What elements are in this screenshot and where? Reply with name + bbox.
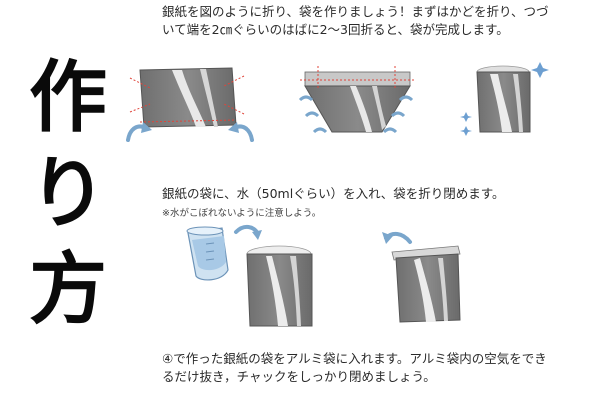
folded-corners-figure [300, 66, 415, 133]
title-char-2: り [28, 149, 107, 239]
measuring-cup-icon [186, 226, 229, 281]
sparkle-icon [460, 62, 549, 136]
step3-line2: るだけ抜き，チャックをしっかり閉めましょう。 [162, 369, 436, 384]
step2-note: ※水がこぼれないように注意しよう。 [162, 208, 322, 219]
finished-bag-figure [476, 65, 531, 133]
step2-instructions: 銀紙の袋に、水（50mlぐらい）を入れ、袋を折り閉めます。 [162, 185, 505, 203]
small-arrows-icon [298, 95, 414, 134]
step3-instructions: ④で作った銀紙の袋をアルミ袋に入れます。アルミ袋内の空気をでき るだけ抜き，チャ… [162, 350, 547, 386]
curved-arrow-icon [228, 122, 254, 142]
title-char-1: 作 [28, 53, 107, 143]
step1-instructions: 銀紙を図のように折り、袋を作りましょう！まずはかどを折り、つづ いて端を2㎝ぐら… [162, 3, 549, 39]
water-bag-figure [246, 245, 313, 327]
curved-arrow-icon [126, 122, 152, 142]
step1-line2: いて端を2㎝ぐらいのはばに2〜3回折ると、袋が完成します。 [162, 22, 509, 37]
title-char-3: 方 [28, 245, 107, 335]
step1-line1: 銀紙を図のように折り、袋を作りましょう！まずはかどを折り、つづ [162, 4, 549, 19]
curved-arrow-icon [234, 225, 262, 240]
foil-sheet-figure [129, 67, 245, 128]
curved-arrow-icon [382, 231, 412, 244]
step2-line1: 銀紙の袋に、水（50mlぐらい）を入れ、袋を折り閉めます。 [162, 186, 505, 201]
step3-line1: ④で作った銀紙の袋をアルミ袋に入れます。アルミ袋内の空気をでき [162, 351, 547, 366]
page-title: 作 り 方 [8, 50, 128, 350]
closing-bag-figure [391, 245, 461, 323]
